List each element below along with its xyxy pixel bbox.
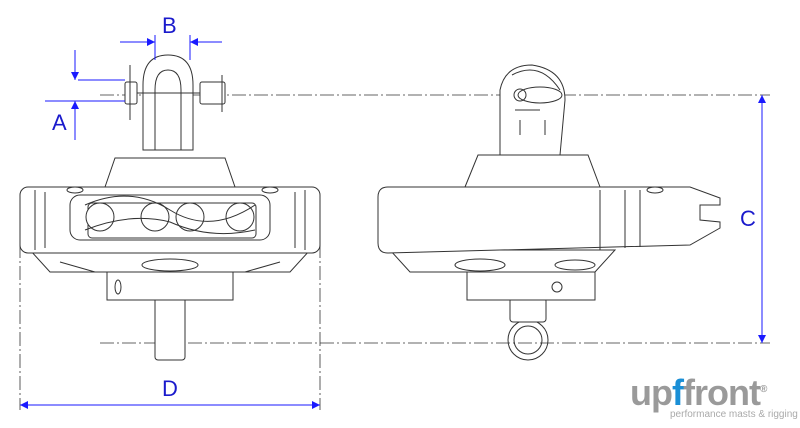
dimension-c: C (740, 95, 766, 343)
front-view (19, 54, 321, 361)
dimension-d: D (20, 376, 320, 409)
dimension-label-a: A (52, 110, 67, 135)
dimension-label-b: B (162, 13, 177, 38)
dimension-a: A (45, 50, 125, 140)
logo-tagline: performance masts & rigging (670, 409, 798, 420)
side-view (377, 64, 721, 361)
dimension-b: B (120, 13, 222, 60)
dimension-label-d: D (162, 376, 178, 401)
logo-wordmark: upffront® (630, 372, 767, 413)
upffront-logo: upffront® performance masts & rigging (630, 372, 798, 421)
dimension-label-c: C (740, 206, 756, 231)
